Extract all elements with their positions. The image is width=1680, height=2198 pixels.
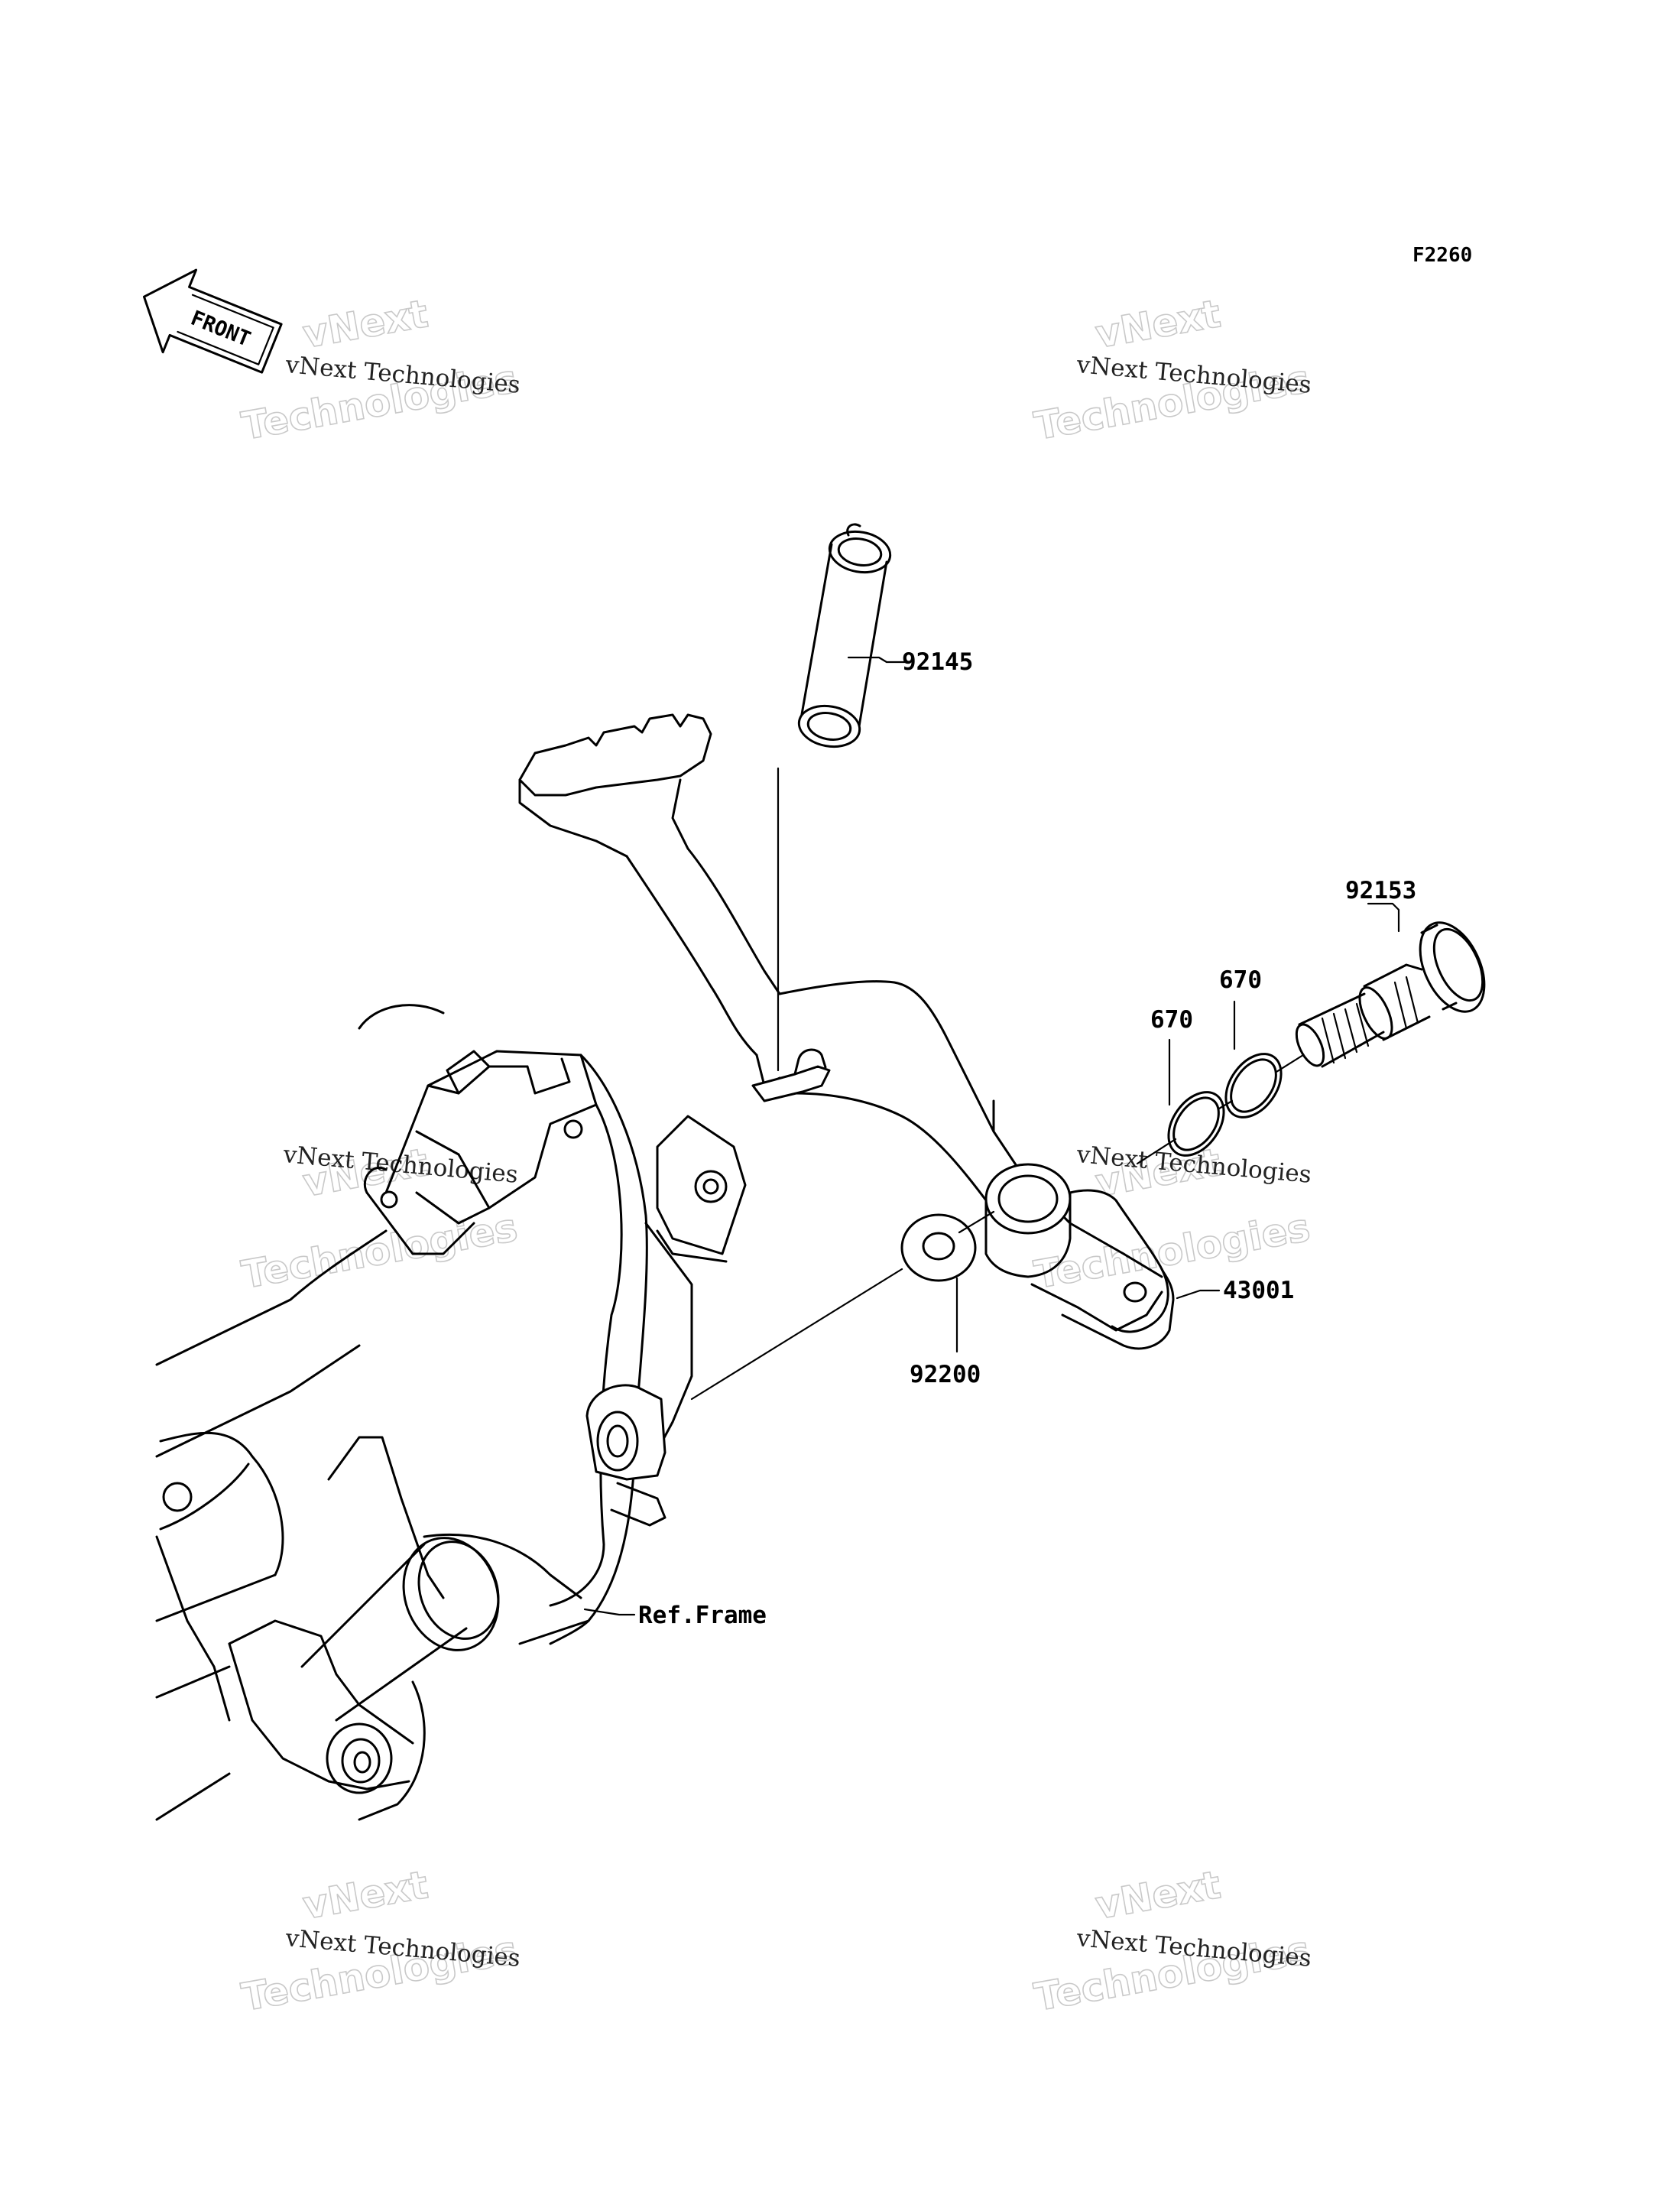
brake-pedal-drawing xyxy=(518,713,1175,1350)
o-ring-outer-drawing xyxy=(1224,1053,1283,1118)
part-label-pivot-bolt[interactable]: 92153 xyxy=(1345,877,1416,904)
part-label-pedal[interactable]: 43001 xyxy=(1223,1277,1294,1304)
watermark-bottom-left: vNext Technologies vNext Technologies xyxy=(238,1862,521,2020)
watermark-brand: vNext xyxy=(1092,1862,1224,1928)
frame-drawing xyxy=(155,1004,747,1821)
part-label-spring[interactable]: 92145 xyxy=(902,648,973,676)
spring-drawing xyxy=(797,523,892,748)
watermark-top-left: vNext Technologies vNext Technologies xyxy=(238,291,521,449)
figure-code: F2260 xyxy=(1412,244,1472,267)
watermark-top-right: vNext Technologies vNext Technologies xyxy=(1030,291,1314,449)
watermark-brand-sub: Technologies xyxy=(238,1205,521,1297)
part-label-washer[interactable]: 92200 xyxy=(910,1361,981,1388)
leader-lines xyxy=(583,656,1400,1616)
o-ring-axis-line-2 xyxy=(1218,1099,1234,1110)
part-label-o-ring-inner[interactable]: 670 xyxy=(1150,1006,1193,1034)
leader-43001 xyxy=(1176,1289,1221,1300)
watermark-bottom-right: vNext Technologies vNext Technologies xyxy=(1030,1862,1314,2020)
watermark-brand: vNext xyxy=(300,1862,431,1928)
washer-drawing xyxy=(900,1213,977,1282)
watermark-brand: vNext xyxy=(1092,291,1224,357)
o-ring-axis-line-3 xyxy=(1275,1054,1305,1073)
pivot-axis-line-2 xyxy=(958,1210,995,1234)
watermark-mid-left: vNext Technologies vNext Technologies xyxy=(238,1139,521,1297)
o-ring-axis-line-1 xyxy=(1136,1138,1177,1165)
o-ring-inner-drawing xyxy=(1167,1091,1225,1157)
pivot-axis-line xyxy=(690,1268,903,1401)
leader-92145 xyxy=(847,656,907,664)
watermark-mid-right: vNext Technologies vNext Technologies xyxy=(1030,1139,1314,1297)
pivot-bolt-drawing xyxy=(1295,921,1486,1068)
front-arrow-icon: FRONT xyxy=(142,268,283,374)
leader-92153 xyxy=(1367,902,1400,933)
part-label-frame[interactable]: Ref.Frame xyxy=(638,1602,767,1629)
leader-ref-frame xyxy=(583,1608,636,1616)
part-label-o-ring-outer[interactable]: 670 xyxy=(1219,966,1262,994)
watermark-brand: vNext xyxy=(300,291,431,357)
